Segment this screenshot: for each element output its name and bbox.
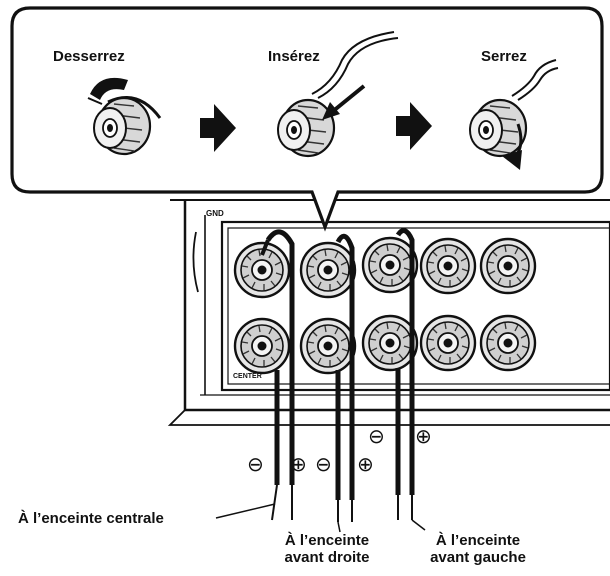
terminal-1-bottom [233, 317, 291, 375]
polarity-symbols: ⊖ ⊕ ⊖ ⊕ ⊖ ⊕ [247, 424, 432, 476]
speaker-cables [260, 228, 415, 522]
terminal-2-bottom [299, 317, 357, 375]
center-panel-label: CENTER [233, 373, 262, 380]
label-front-left-speaker: À l’enceinte avant gauche [408, 532, 548, 566]
rear-panel: GND CENTER [167, 199, 610, 426]
label-front-right-speaker: À l’enceinte avant droite [262, 532, 392, 566]
minus-symbol: ⊖ [315, 452, 332, 476]
label-front-right-line2: avant droite [284, 549, 370, 566]
label-front-right-line1: À l’enceinte [284, 532, 370, 549]
plus-symbol: ⊕ [357, 452, 374, 476]
terminal-4-top [419, 237, 477, 295]
arrow-right-icon [200, 104, 236, 152]
terminal-2-top [299, 241, 357, 299]
terminal-loosen-icon [87, 77, 162, 156]
gnd-label: GND [206, 209, 224, 218]
plus-symbol: ⊕ [290, 452, 307, 476]
minus-symbol: ⊖ [247, 452, 264, 476]
arrow-right-icon [396, 102, 432, 150]
leader-lines [215, 503, 426, 533]
terminal-tighten-icon [468, 59, 559, 170]
step-label-loosen: Desserrez [53, 48, 125, 65]
step-label-insert: Insérez [268, 48, 320, 65]
terminal-3-bottom [361, 314, 419, 372]
label-front-left-line1: À l’enceinte [435, 532, 521, 549]
minus-symbol: ⊖ [368, 424, 385, 448]
terminal-5-bottom [479, 314, 537, 372]
terminal-insert-wire-icon [276, 31, 399, 158]
terminal-5-top [479, 237, 537, 295]
terminal-4-bottom [419, 314, 477, 372]
label-center-speaker: À l’enceinte centrale [18, 510, 164, 527]
step-label-tighten: Serrez [481, 48, 527, 65]
terminal-3-top [361, 236, 419, 294]
label-front-left-line2: avant gauche [430, 549, 526, 566]
plus-symbol: ⊕ [415, 424, 432, 448]
